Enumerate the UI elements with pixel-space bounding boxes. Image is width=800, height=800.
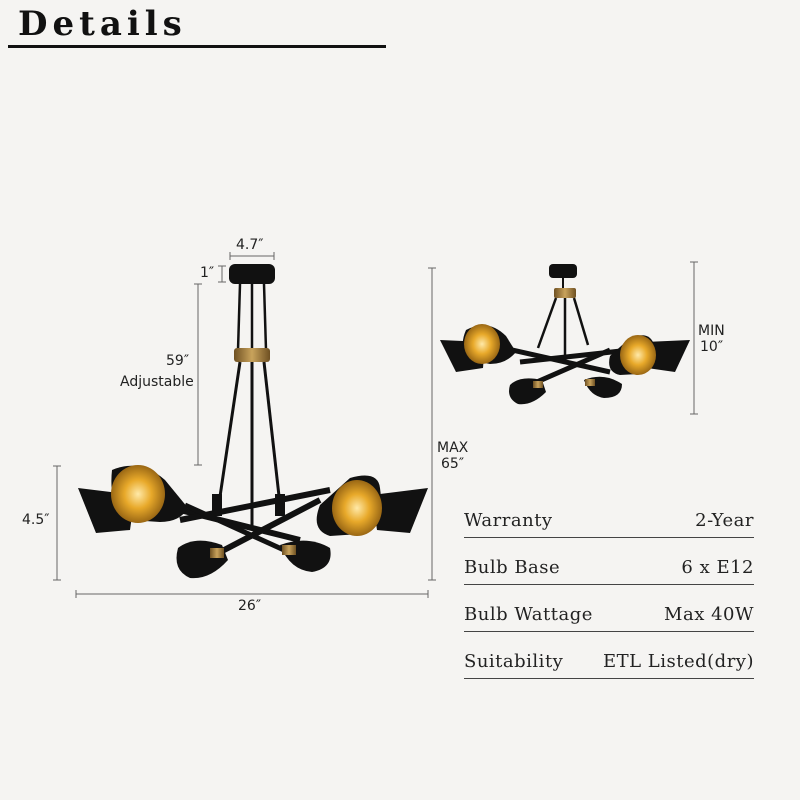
spec-value: 6 x E12 [681, 557, 754, 578]
shade-right-lit [332, 480, 382, 536]
min-height-value: 10″ [700, 339, 724, 355]
spec-label: Bulb Base [464, 557, 561, 578]
brass-collar [234, 348, 270, 362]
canopy-width-label: 4.7″ [236, 237, 264, 253]
title-underline [8, 45, 386, 48]
spec-label: Warranty [464, 510, 553, 531]
shade-left-lit [111, 465, 165, 523]
rod-length-label: 59″ [166, 353, 190, 369]
shade-lower-left [176, 540, 228, 579]
shade-height-label: 4.5″ [22, 512, 50, 528]
spec-label: Bulb Wattage [464, 604, 593, 625]
canopy [229, 264, 275, 284]
min-height-caption: MIN [698, 323, 725, 339]
spec-value: 2-Year [695, 510, 754, 531]
spec-value: Max 40W [664, 604, 754, 625]
spec-row-warranty: Warranty 2-Year [464, 491, 754, 538]
spec-table: Warranty 2-Year Bulb Base 6 x E12 Bulb W… [464, 491, 754, 679]
min-height-chandelier [440, 264, 690, 405]
canopy-height-label: 1″ [200, 265, 215, 281]
rod-adjustable-label: Adjustable [120, 374, 194, 390]
max-height-value: 65″ [441, 456, 465, 472]
shade-right-outer [372, 488, 428, 533]
dimension-lines [53, 252, 698, 598]
fixture-width-label: 26″ [238, 598, 262, 614]
max-height-caption: MAX [437, 440, 469, 456]
spec-row-suitability: Suitability ETL Listed(dry) [464, 632, 754, 679]
page-title: Details [18, 4, 187, 44]
main-chandelier [78, 264, 428, 579]
spec-row-bulb-base: Bulb Base 6 x E12 [464, 538, 754, 585]
spec-row-bulb-wattage: Bulb Wattage Max 40W [464, 585, 754, 632]
spec-value: ETL Listed(dry) [602, 651, 754, 672]
spec-label: Suitability [464, 651, 564, 672]
